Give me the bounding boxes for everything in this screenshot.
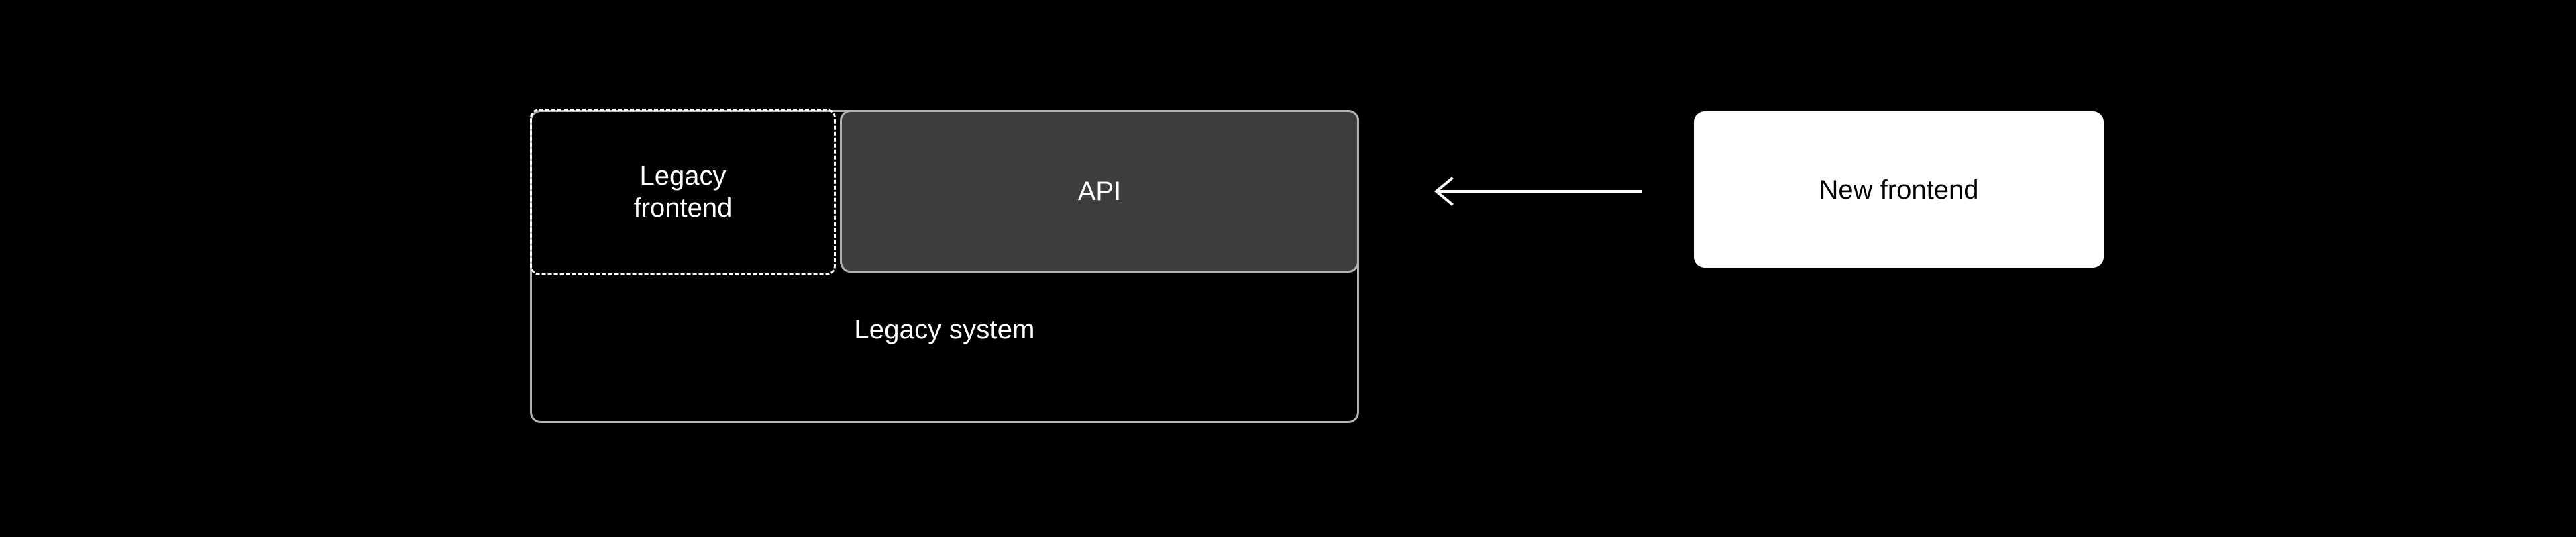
new-frontend-node[interactable]: New frontend <box>1694 111 2104 268</box>
new-frontend-label: New frontend <box>1819 175 1979 205</box>
legacy-frontend-label: Legacy frontend <box>633 161 733 223</box>
arrow-left-icon <box>1434 177 1642 206</box>
api-label: API <box>1077 177 1122 206</box>
legacy-system-label: Legacy system <box>854 315 1035 344</box>
api-node[interactable]: API <box>840 110 1359 273</box>
legacy-frontend-node[interactable]: Legacy frontend <box>530 109 836 275</box>
